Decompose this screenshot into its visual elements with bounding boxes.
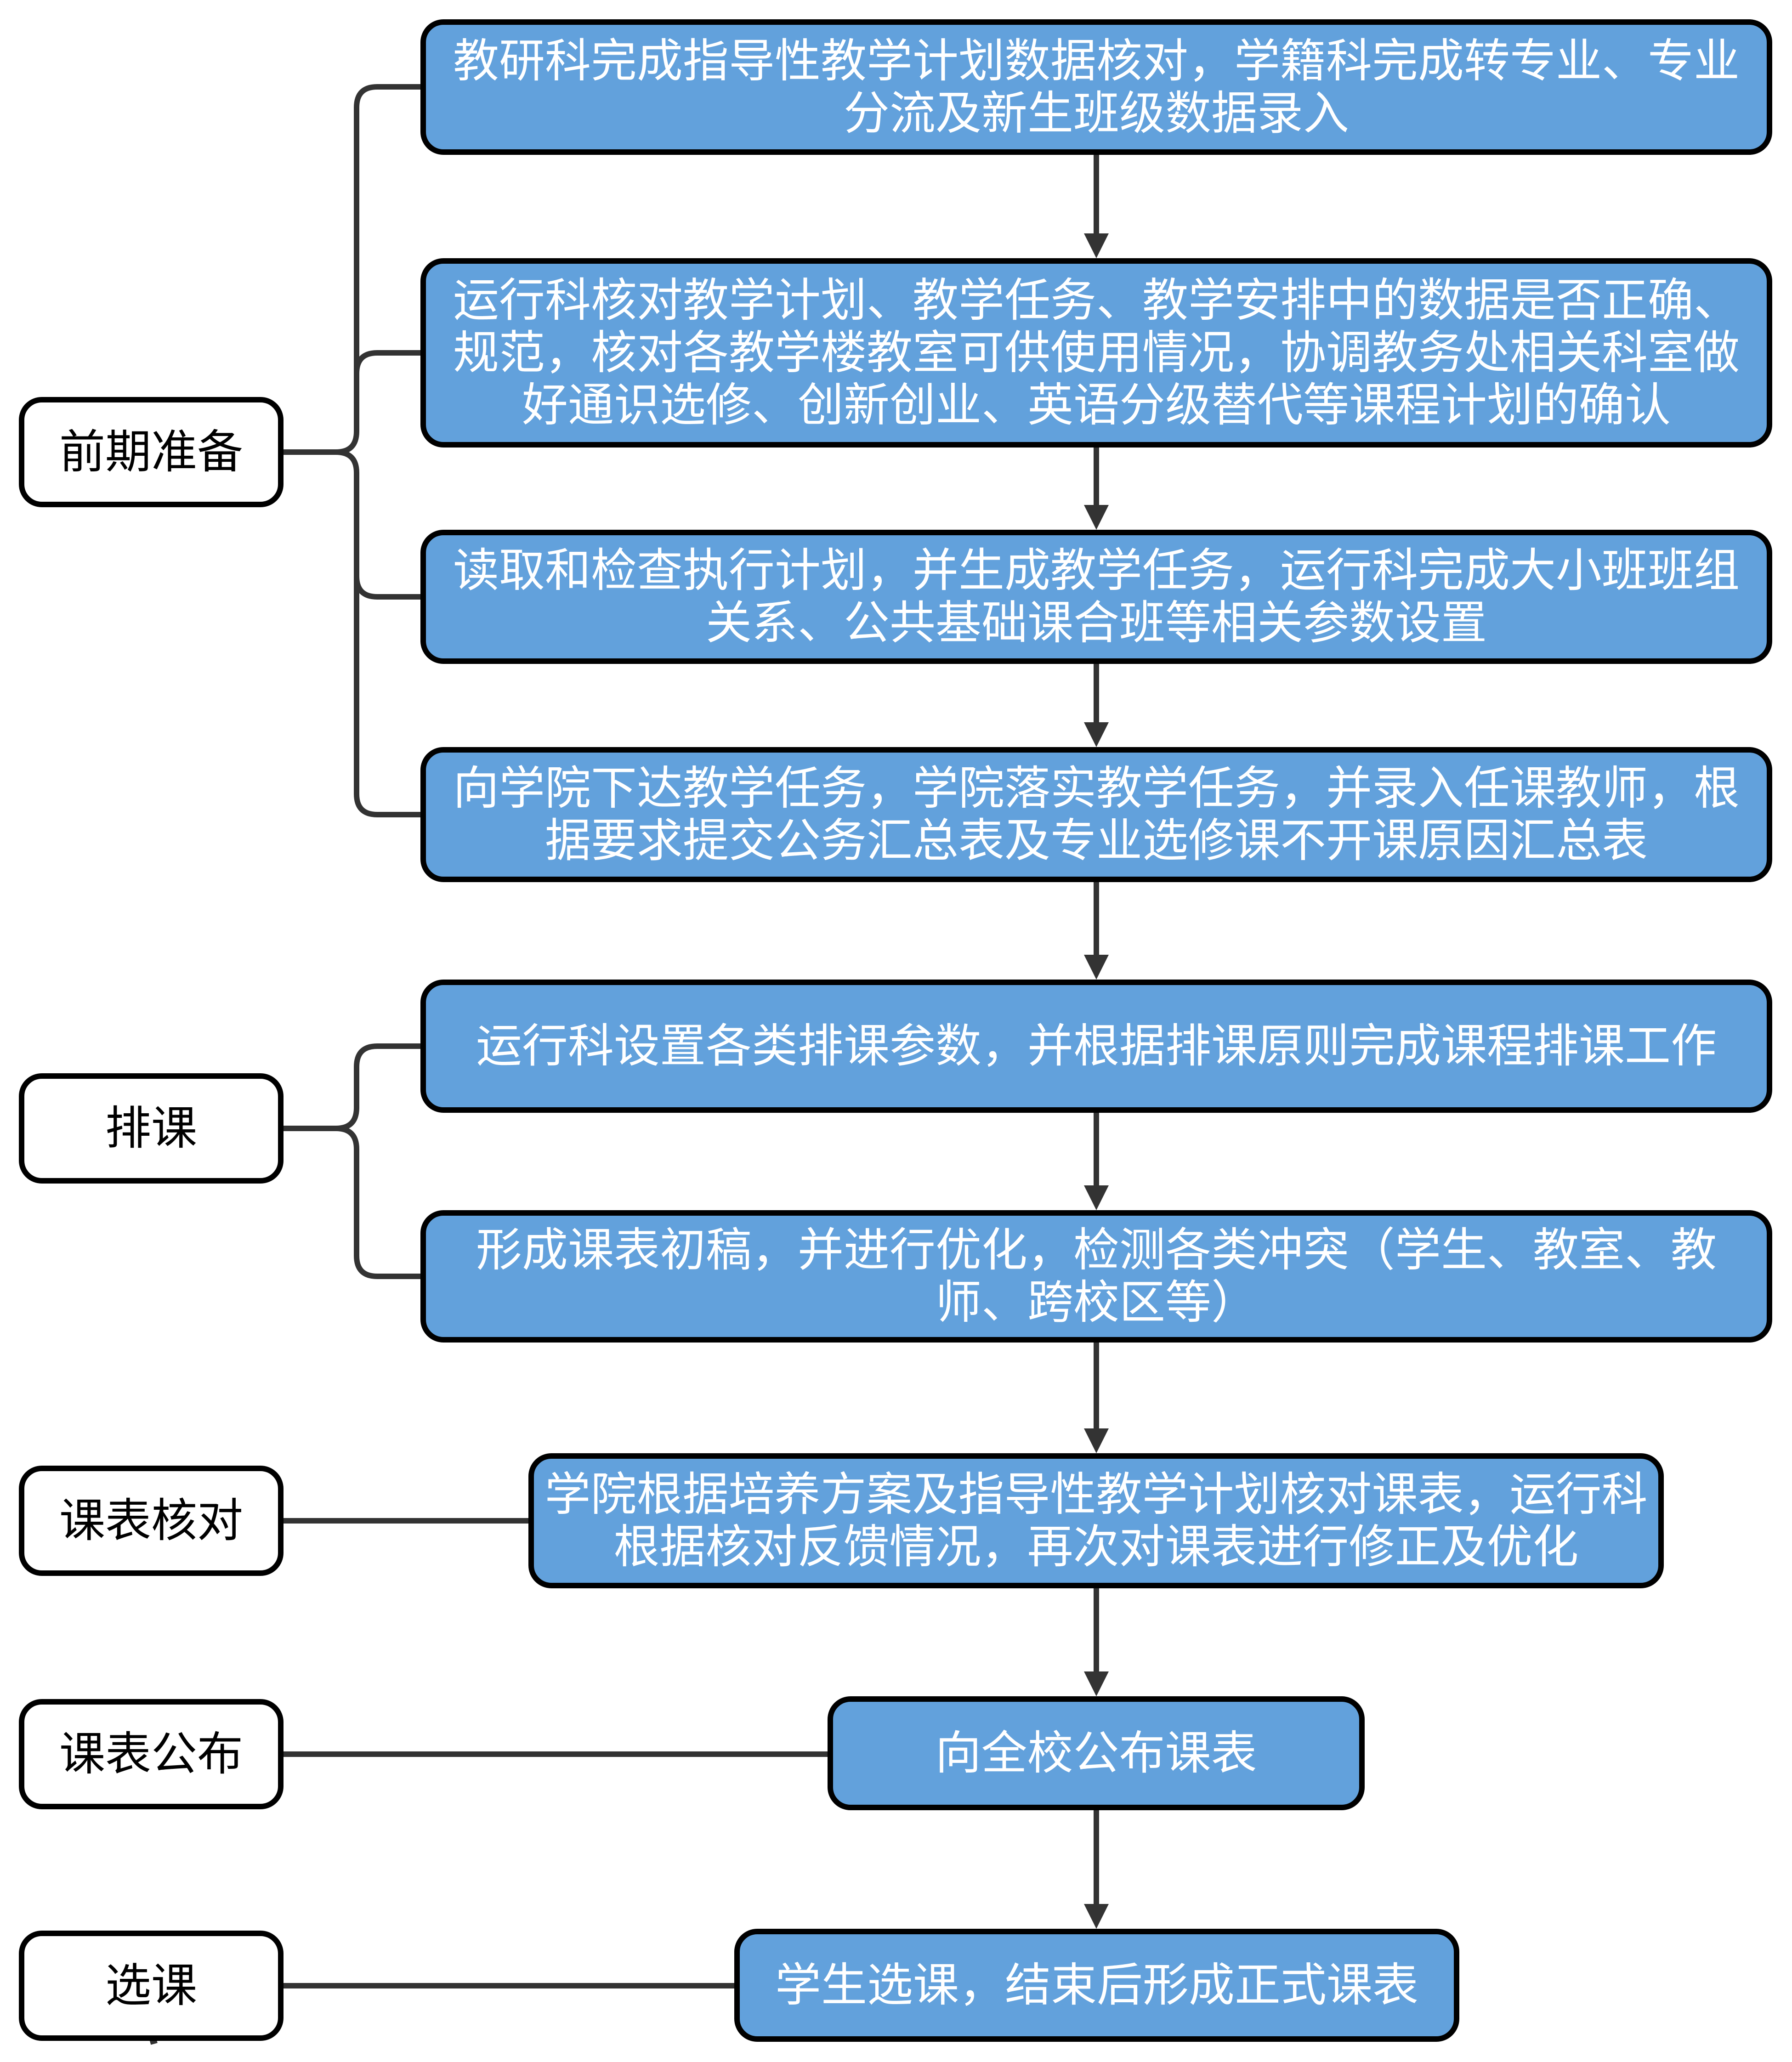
brace-upper-arm <box>284 84 420 455</box>
flow-arrow-2 <box>1084 448 1109 530</box>
phase-label-scheduling: 排课 <box>19 1073 284 1184</box>
step-text-line: 关系、公共基础课合班等相关参数设置 <box>706 596 1487 650</box>
phase-label-course-selection: 选课 <box>19 1931 284 2041</box>
phase-label-timetable-publish: 课表公布 <box>19 1699 284 1809</box>
brace-lower-arm <box>335 1126 420 1279</box>
step-task-generation: 读取和检查执行计划，并生成教学任务，运行科完成大小班班组 关系、公共基础课合班等… <box>420 530 1772 664</box>
arrowhead-icon <box>1084 505 1109 530</box>
flow-arrow-7 <box>1084 1588 1109 1696</box>
step-scheduling-parameters: 运行科设置各类排课参数，并根据排课原则完成课程排课工作 <box>420 980 1772 1113</box>
step-text-line: 向全校公布课表 <box>935 1726 1257 1780</box>
step-text-line: 根据核对反馈情况，再次对课表进行修正及优化 <box>613 1520 1579 1574</box>
step-college-review: 学院根据培养方案及指导性教学计划核对课表，运行科 根据核对反馈情况，再次对课表进… <box>528 1453 1664 1588</box>
phase-label-timetable-review: 课表核对 <box>19 1466 284 1576</box>
flow-arrow-8 <box>1084 1810 1109 1929</box>
step-text-line: 学生选课，结束后形成正式课表 <box>775 1958 1418 2012</box>
step-publish-timetable: 向全校公布课表 <box>828 1696 1365 1810</box>
step-text-line: 读取和检查执行计划，并生成教学任务，运行科完成大小班班组 <box>453 544 1740 597</box>
step-text-line: 向学院下达教学任务，学院落实教学任务，并录入任课教师，根 <box>453 761 1740 815</box>
phase-label-text: 前期准备 <box>59 425 243 479</box>
step-text-line: 学院根据培养方案及指导性教学计划核对课表，运行科 <box>544 1467 1648 1521</box>
step-text-line: 形成课表初稿，并进行优化，检测各类冲突（学生、教室、教 <box>476 1223 1717 1277</box>
phase-label-preparation: 前期准备 <box>19 397 284 507</box>
flow-arrow-1 <box>1084 155 1109 258</box>
step-text-line: 教研科完成指导性教学计划数据核对，学籍科完成转专业、专业 <box>453 34 1740 88</box>
step-operations-verification: 运行科核对教学计划、教学任务、教学安排中的数据是否正确、 规范，核对各教学楼教室… <box>420 258 1772 448</box>
step-text-line: 规范，核对各教学楼教室可供使用情况，协调教务处相关科室做 <box>453 326 1740 380</box>
phase-label-text: 课表核对 <box>59 1494 243 1547</box>
phase-label-text: 选课 <box>105 1959 197 2012</box>
arrowhead-icon <box>1084 1671 1109 1696</box>
brace-lower-arm <box>335 449 420 817</box>
arrowhead-icon <box>1084 955 1109 980</box>
arrowhead-icon <box>1084 1428 1109 1453</box>
brace-branch-step-2 <box>354 350 420 374</box>
step-text-line: 分流及新生班级数据录入 <box>844 86 1349 140</box>
step-text-line: 好通识选修、创新创业、英语分级替代等课程计划的确认 <box>522 378 1671 432</box>
arrowhead-icon <box>1084 722 1109 747</box>
flow-arrow-3 <box>1084 664 1109 747</box>
flow-arrow-5 <box>1084 1113 1109 1210</box>
step-course-selection: 学生选课，结束后形成正式课表 <box>734 1929 1459 2042</box>
step-task-assignment: 向学院下达教学任务，学院落实教学任务，并录入任课教师，根 据要求提交公务汇总表及… <box>420 747 1772 882</box>
flow-arrow-4 <box>1084 882 1109 980</box>
flow-arrow-6 <box>1084 1343 1109 1453</box>
step-text-line: 运行科核对教学计划、教学任务、教学安排中的数据是否正确、 <box>453 273 1740 327</box>
step-draft-timetable: 形成课表初稿，并进行优化，检测各类冲突（学生、教室、教 师、跨校区等） <box>420 1210 1772 1343</box>
arrowhead-icon <box>1084 1904 1109 1929</box>
brace-upper-arm <box>284 1043 420 1131</box>
step-curriculum-data-check: 教研科完成指导性教学计划数据核对，学籍科完成转专业、专业 分流及新生班级数据录入 <box>420 19 1772 155</box>
step-text-line: 运行科设置各类排课参数，并根据排课原则完成课程排课工作 <box>476 1019 1717 1073</box>
phase-label-text: 排课 <box>105 1101 197 1155</box>
step-text-line: 师、跨校区等） <box>936 1275 1257 1329</box>
phase-label-text: 课表公布 <box>59 1727 243 1781</box>
step-text-line: 据要求提交公务汇总表及专业选修课不开课原因汇总表 <box>545 814 1648 867</box>
arrowhead-icon <box>1084 233 1109 258</box>
brace-branch-step-3 <box>354 576 420 600</box>
brace-connector-preparation <box>284 84 420 817</box>
brace-connector-scheduling <box>284 1043 420 1279</box>
arrowhead-icon <box>1084 1185 1109 1210</box>
